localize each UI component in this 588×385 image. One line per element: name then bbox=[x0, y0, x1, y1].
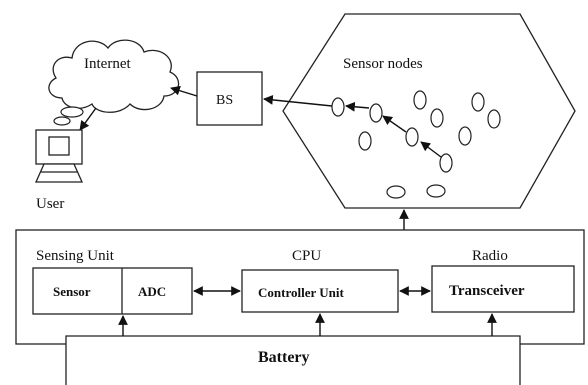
controller-unit-box bbox=[241, 269, 399, 313]
transceiver-box bbox=[431, 265, 575, 313]
internet-cloud: Internet bbox=[48, 39, 180, 126]
hop-arrow bbox=[420, 141, 442, 158]
battery-box bbox=[65, 335, 521, 385]
adc-label: ADC bbox=[138, 284, 166, 299]
arrow-internet-to-user bbox=[79, 107, 97, 131]
sensor-nodes-label: Sensor nodes bbox=[343, 56, 423, 72]
sensor-field-hexagon bbox=[282, 13, 576, 209]
battery-label: Battery bbox=[258, 349, 310, 366]
sensor-node bbox=[386, 185, 406, 199]
sensor-node bbox=[426, 184, 446, 198]
sensor-label: Sensor bbox=[53, 284, 91, 299]
cpu-label: CPU bbox=[292, 248, 321, 264]
sensor-node bbox=[358, 131, 372, 151]
sensor-node bbox=[369, 103, 383, 123]
computer-terminal-icon bbox=[34, 129, 84, 183]
transceiver-label: Transceiver bbox=[449, 283, 525, 299]
sensor-node bbox=[413, 90, 427, 110]
sensor-nodes bbox=[331, 90, 501, 199]
radio-label: Radio bbox=[472, 248, 508, 264]
bs-label: BS bbox=[216, 93, 233, 108]
internet-label: Internet bbox=[84, 56, 131, 72]
sensor-node bbox=[471, 92, 485, 112]
cloud-icon bbox=[48, 39, 180, 113]
controller-unit-label: Controller Unit bbox=[258, 285, 344, 300]
hop-arrow bbox=[382, 115, 407, 133]
cloud-tail-bubble-1 bbox=[60, 106, 84, 118]
sensor-node bbox=[458, 126, 472, 146]
arrow-bs-to-internet bbox=[170, 85, 198, 97]
multihop-arrows bbox=[263, 95, 442, 158]
sensor-node bbox=[487, 109, 501, 129]
user-label: User bbox=[36, 196, 64, 212]
sensor-node bbox=[439, 153, 453, 173]
hop-arrow bbox=[345, 101, 370, 112]
sensor-node bbox=[331, 97, 345, 117]
hop-arrow-to-bs bbox=[263, 95, 333, 107]
cloud-tail-bubble-2 bbox=[53, 116, 71, 126]
sensor-node bbox=[430, 108, 444, 128]
sensing-unit-box bbox=[32, 267, 193, 315]
sensing-unit-label: Sensing Unit bbox=[36, 248, 115, 264]
sensor-node bbox=[405, 127, 419, 147]
base-station-box bbox=[196, 71, 263, 126]
